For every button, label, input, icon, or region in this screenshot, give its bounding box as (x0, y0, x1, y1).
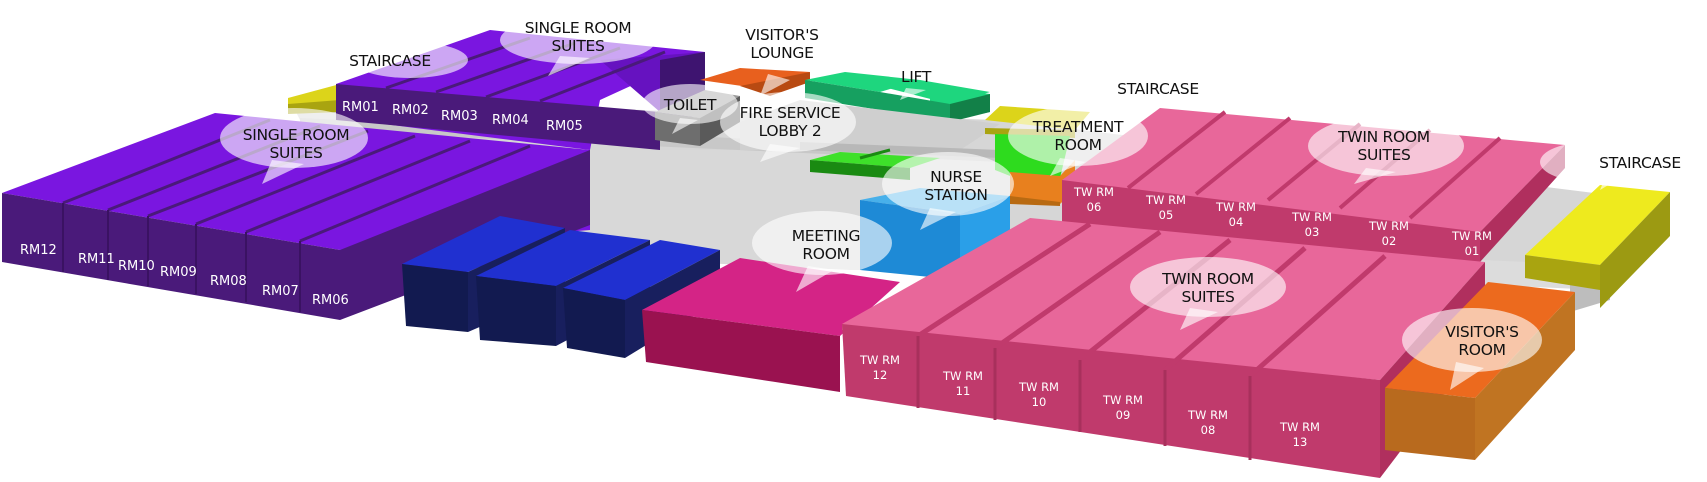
svg-text:TW RM: TW RM (859, 353, 900, 367)
room-label-rm12: RM12 (20, 243, 57, 258)
svg-text:LOUNGE: LOUNGE (750, 44, 813, 62)
svg-text:10: 10 (1032, 395, 1047, 409)
svg-text:SUITES: SUITES (269, 144, 322, 162)
svg-text:FIRE SERVICE: FIRE SERVICE (740, 104, 841, 122)
callout-visitors-room: VISITOR'S ROOM (1402, 308, 1542, 390)
svg-text:11: 11 (956, 384, 971, 398)
twin-room-label-09: TW RM 09 (1102, 393, 1143, 422)
svg-text:01: 01 (1465, 244, 1480, 258)
callout-staircase-right: STAIRCASE (1540, 142, 1681, 190)
callout-treatment-room: TREATMENT ROOM (1008, 106, 1148, 176)
callout-twin-room-suites-bottom: TWIN ROOM SUITES (1130, 257, 1286, 330)
twin-room-label-10: TW RM 10 (1018, 380, 1059, 409)
twin-room-label-12: TW RM 12 (859, 353, 900, 382)
svg-text:ROOM: ROOM (1458, 341, 1505, 359)
room-label-rm11: RM11 (78, 252, 115, 267)
svg-text:13: 13 (1293, 435, 1308, 449)
svg-text:SUITES: SUITES (1357, 146, 1410, 164)
callout-staircase-left: STAIRCASE (349, 42, 468, 78)
lift-block (805, 72, 990, 122)
room-label-rm03: RM03 (441, 109, 478, 124)
svg-text:08: 08 (1201, 423, 1216, 437)
staircase-right-block (1525, 185, 1670, 308)
callout-lift: LIFT (900, 68, 932, 100)
svg-text:TW RM: TW RM (1145, 193, 1186, 207)
svg-text:12: 12 (873, 368, 888, 382)
twin-room-labels-top: TW RM 06 TW RM 05 TW RM 04 TW RM 03 TW R… (1073, 185, 1492, 258)
svg-text:TW RM: TW RM (1368, 219, 1409, 233)
svg-text:SUITES: SUITES (551, 37, 604, 55)
callout-twin-room-suites-top: TWIN ROOM SUITES (1308, 116, 1464, 184)
callout-visitors-lounge: VISITOR'S LOUNGE (745, 26, 819, 96)
meeting-room-block (642, 258, 900, 392)
twin-room-label-06: TW RM 06 (1073, 185, 1114, 214)
svg-text:SUITES: SUITES (1181, 288, 1234, 306)
svg-text:TW RM: TW RM (942, 369, 983, 383)
callout-toilet: TOILET (642, 84, 738, 134)
svg-text:TWIN ROOM: TWIN ROOM (1337, 128, 1430, 146)
svg-text:VISITOR'S: VISITOR'S (1445, 323, 1518, 341)
twin-room-labels-bottom: TW RM 12 TW RM 11 TW RM 10 TW RM 09 TW R… (859, 353, 1320, 449)
svg-text:TW RM: TW RM (1291, 210, 1332, 224)
svg-text:ROOM: ROOM (1054, 136, 1101, 154)
svg-text:TW RM: TW RM (1279, 420, 1320, 434)
single-room-labels-top: RM01 RM02 RM03 RM04 RM05 (342, 100, 583, 134)
svg-text:STAIRCASE: STAIRCASE (349, 52, 431, 70)
svg-text:06: 06 (1087, 200, 1102, 214)
svg-text:NURSE: NURSE (930, 168, 982, 186)
svg-text:LOBBY 2: LOBBY 2 (759, 122, 822, 140)
twin-room-label-03: TW RM 03 (1291, 210, 1332, 239)
callout-single-room-suites-left: SINGLE ROOM SUITES (220, 108, 368, 184)
svg-text:LIFT: LIFT (901, 68, 932, 86)
room-label-rm02: RM02 (392, 103, 429, 118)
room-label-rm09: RM09 (160, 265, 197, 280)
svg-text:MEETING: MEETING (792, 227, 861, 245)
svg-text:TW RM: TW RM (1102, 393, 1143, 407)
svg-text:09: 09 (1116, 408, 1131, 422)
room-label-rm01: RM01 (342, 100, 379, 115)
callout-staircase-middle: STAIRCASE (1117, 80, 1199, 98)
svg-text:TREATMENT: TREATMENT (1032, 118, 1124, 136)
twin-room-label-11: TW RM 11 (942, 369, 983, 398)
svg-text:SINGLE ROOM: SINGLE ROOM (243, 126, 350, 144)
twin-room-label-13: TW RM 13 (1279, 420, 1320, 449)
twin-room-label-05: TW RM 05 (1145, 193, 1186, 222)
room-label-rm07: RM07 (262, 284, 299, 299)
single-room-labels-bottom: RM12 RM11 RM10 RM09 RM08 RM07 RM06 (20, 243, 349, 308)
callout-fire-service-lobby: FIRE SERVICE LOBBY 2 (720, 92, 856, 162)
svg-text:03: 03 (1305, 225, 1320, 239)
room-label-rm05: RM05 (546, 119, 583, 134)
room-label-rm10: RM10 (118, 259, 155, 274)
svg-text:TW RM: TW RM (1215, 200, 1256, 214)
svg-text:05: 05 (1159, 208, 1174, 222)
callout-nurse-station: NURSE STATION (882, 152, 1014, 230)
twin-room-label-04: TW RM 04 (1215, 200, 1256, 229)
twin-room-label-02: TW RM 02 (1368, 219, 1409, 248)
room-label-rm06: RM06 (312, 293, 349, 308)
callout-meeting-room: MEETING ROOM (752, 211, 892, 292)
svg-text:TW RM: TW RM (1073, 185, 1114, 199)
svg-text:04: 04 (1229, 215, 1244, 229)
svg-text:STAIRCASE: STAIRCASE (1599, 154, 1681, 172)
room-label-rm04: RM04 (492, 113, 529, 128)
svg-text:VISITOR'S: VISITOR'S (745, 26, 818, 44)
svg-text:TOILET: TOILET (663, 96, 717, 114)
twin-room-label-01: TW RM 01 (1451, 229, 1492, 258)
room-label-rm08: RM08 (210, 274, 247, 289)
svg-text:STATION: STATION (924, 186, 987, 204)
svg-text:TWIN ROOM: TWIN ROOM (1161, 270, 1254, 288)
svg-text:02: 02 (1382, 234, 1397, 248)
svg-text:STAIRCASE: STAIRCASE (1117, 80, 1199, 98)
svg-text:TW RM: TW RM (1018, 380, 1059, 394)
svg-text:TW RM: TW RM (1451, 229, 1492, 243)
callout-single-room-suites-top: SINGLE ROOM SUITES (500, 16, 656, 76)
svg-text:TW RM: TW RM (1187, 408, 1228, 422)
twin-room-label-08: TW RM 08 (1187, 408, 1228, 437)
svg-text:SINGLE ROOM: SINGLE ROOM (525, 19, 632, 37)
svg-text:ROOM: ROOM (802, 245, 849, 263)
